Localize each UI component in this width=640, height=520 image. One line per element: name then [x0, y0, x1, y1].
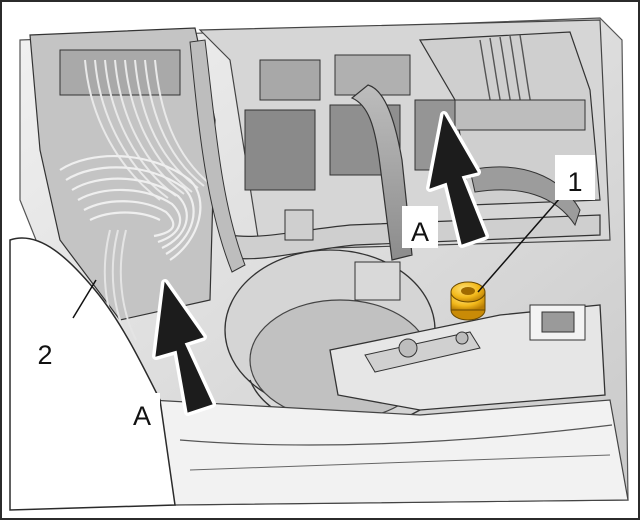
trim-edge [179, 424, 613, 446]
lower-trim-panel [149, 399, 629, 506]
callout-label-a-upper: A [411, 217, 429, 247]
hose-left [189, 39, 246, 273]
small-connector [354, 261, 401, 301]
callout-label-1: 1 [567, 167, 582, 197]
leader-line-1 [477, 197, 561, 293]
clip-arm [364, 331, 481, 373]
callout-label-2: 2 [37, 340, 52, 370]
label-box-1 [555, 155, 595, 200]
callout-label-a-lower: A [133, 401, 151, 431]
clip-pivot [398, 338, 418, 358]
nut-icon [450, 281, 486, 321]
cavity-4 [259, 59, 321, 101]
leader-line-2 [72, 279, 97, 319]
arrow-icon [426, 111, 489, 248]
trim-groove [189, 454, 611, 471]
arrow-icon [152, 279, 216, 416]
clip-rivet [455, 331, 469, 345]
bracket-slot-inner [541, 311, 575, 333]
cavity-1 [244, 109, 316, 191]
small-connector-2 [284, 209, 314, 241]
connector-housing-right [454, 99, 586, 131]
connector-wire-bundle-left [84, 59, 211, 201]
coiled-harness-left [59, 154, 202, 261]
label-box-a-lower [124, 393, 160, 435]
headliner-panel [9, 237, 176, 511]
label-box-a-upper [402, 206, 438, 248]
vertical-hose [350, 84, 413, 261]
curved-hose-right [469, 166, 581, 227]
